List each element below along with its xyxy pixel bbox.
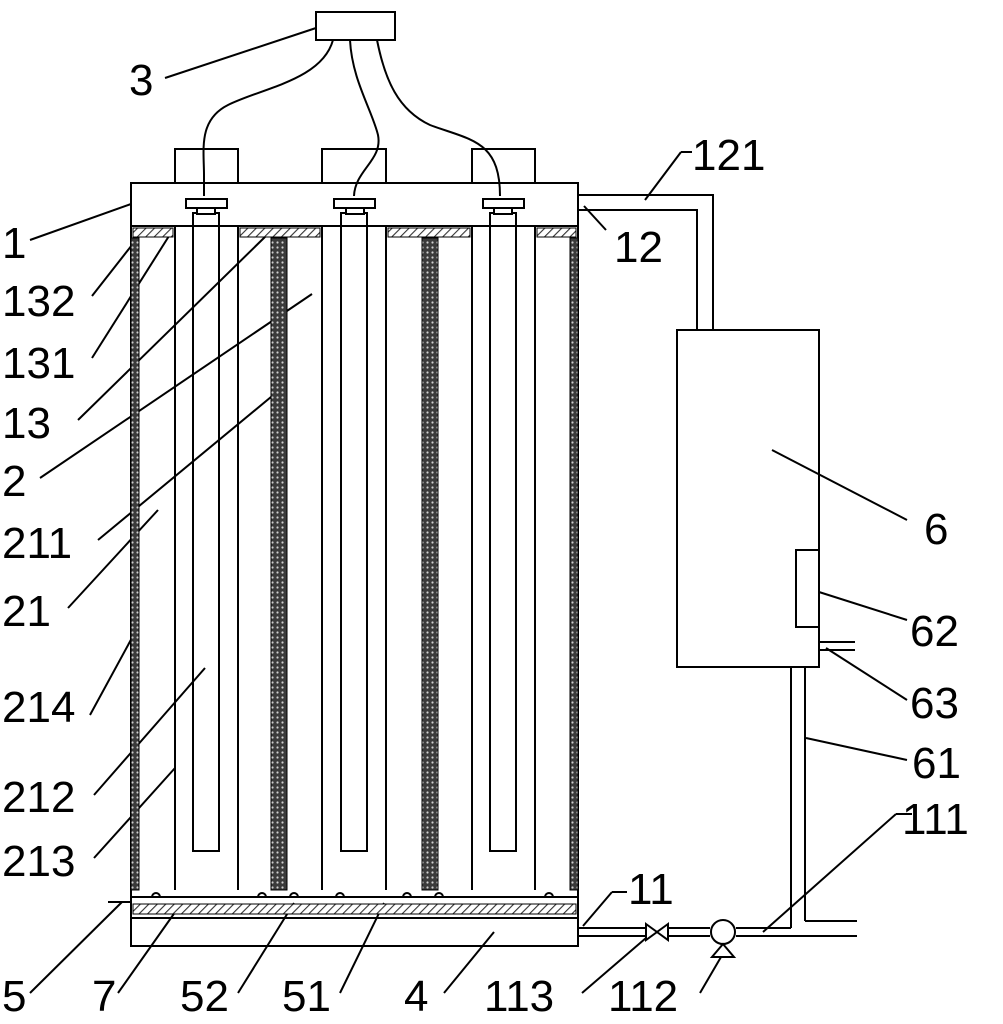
- label-2: 2: [2, 457, 26, 506]
- label-213: 213: [2, 837, 75, 886]
- label-12: 12: [614, 223, 663, 272]
- label-11: 11: [628, 865, 674, 914]
- valve: [645, 922, 659, 942]
- support-plate: [132, 903, 577, 915]
- electrode-rod-left: [192, 212, 220, 852]
- label-113: 113: [484, 972, 554, 1021]
- gas-pipe: [578, 194, 714, 330]
- label-13: 13: [2, 399, 51, 448]
- label-6: 6: [924, 505, 948, 554]
- label-1: 1: [2, 219, 26, 268]
- electrode-wire-middle: [349, 39, 380, 197]
- membrane-right: [569, 237, 579, 891]
- controller-box: [315, 11, 396, 41]
- label-7: 7: [92, 972, 116, 1021]
- pump: [710, 919, 736, 945]
- electrode-wire-right: [376, 39, 501, 197]
- label-112: 112: [608, 972, 678, 1021]
- label-131: 131: [2, 339, 75, 388]
- collection-tank: [676, 329, 820, 668]
- label-4: 4: [404, 972, 428, 1021]
- electrode-wire-left: [202, 39, 334, 196]
- membrane-divider-1: [270, 237, 288, 891]
- electrode-rod-middle: [340, 212, 368, 852]
- label-62: 62: [910, 607, 959, 656]
- label-121: 121: [692, 131, 765, 180]
- label-132: 132: [2, 277, 75, 326]
- label-21: 21: [2, 587, 51, 636]
- part-labels: 3 1 132 131 13 2 211 21 214 212 213 5 7 …: [2, 56, 969, 1021]
- label-61: 61: [912, 739, 961, 788]
- aeration-nozzles: [151, 892, 554, 898]
- chamber-cap-middle: [321, 148, 387, 183]
- label-51: 51: [282, 972, 331, 1021]
- chamber-cap-left: [174, 148, 239, 183]
- label-5: 5: [2, 972, 26, 1021]
- chamber-cap-right: [471, 148, 536, 183]
- electrode-rod-right: [489, 212, 517, 852]
- label-212: 212: [2, 773, 75, 822]
- label-214: 214: [2, 683, 75, 732]
- label-211: 211: [2, 519, 72, 568]
- label-52: 52: [180, 972, 229, 1021]
- level-gauge: [795, 549, 820, 628]
- label-111: 111: [902, 795, 969, 844]
- membrane-divider-2: [421, 237, 439, 891]
- label-3: 3: [129, 56, 153, 105]
- membrane-left: [130, 237, 140, 891]
- label-63: 63: [910, 679, 959, 728]
- reactor-vessel: [130, 182, 579, 947]
